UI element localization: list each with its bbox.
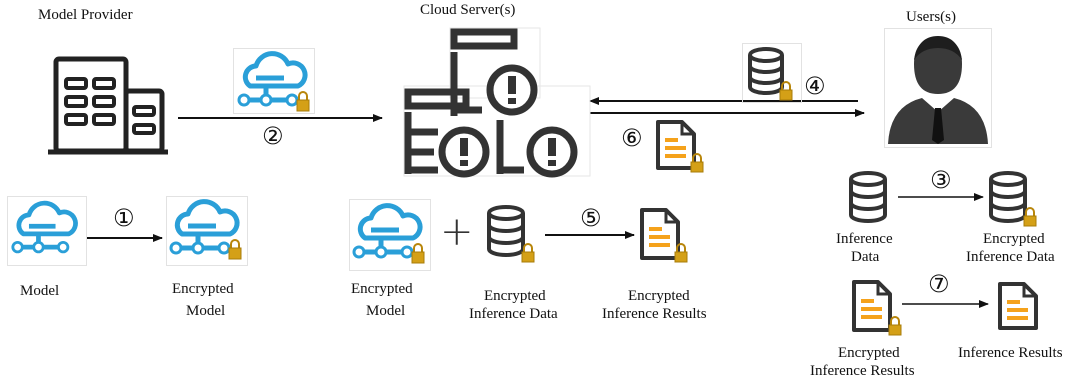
server-enc-results-line2: Inference Results [602,306,707,322]
inference-data-line1: Inference [836,231,893,247]
server-encrypted-data-icon [487,205,535,263]
building-icon [48,56,168,155]
step-4-label: ④ [804,72,826,100]
step-6-label: ⑥ [621,124,643,152]
encrypted-database-icon [748,47,793,101]
users-title: Users(s) [906,9,956,25]
encrypted-model-cloud-icon [169,199,242,260]
encrypted-model-label-line1: Encrypted [172,281,234,297]
model-provider-title: Model Provider [38,7,133,23]
inference-data-icon [849,171,887,223]
inference-results-label: Inference Results [958,345,1063,361]
step-7-label: ⑦ [928,270,950,298]
server-enc-model-line2: Model [366,303,406,319]
step-3-label: ③ [930,166,952,194]
encrypted-model-label-line2: Model [186,303,226,319]
step2-frame [233,48,315,114]
user-icon [888,36,988,144]
encrypted-cloud-icon [237,51,310,112]
server-model-frame [349,199,431,271]
user-enc-data-line2: Inference Data [966,249,1055,265]
model-cloud-icon [11,200,78,254]
cloud-server-title: Cloud Server(s) [420,2,516,18]
user-enc-results-line1: Encrypted [838,345,900,361]
enc-model-frame [166,196,248,266]
inference-results-doc-icon [998,282,1038,330]
step-1-label: ① [113,204,135,232]
server-cluster-icon [403,27,591,178]
user-enc-data-line1: Encrypted [983,231,1045,247]
user-encrypted-data-icon [989,171,1037,227]
step-2-label: ② [262,122,284,150]
model-label: Model [20,283,60,299]
server-enc-data-line1: Encrypted [484,288,546,304]
encrypted-results-doc-icon [656,120,704,173]
step-5-label: ⑤ [580,204,602,232]
user-enc-results-line2: Inference Results [810,363,915,379]
server-encrypted-model-icon [352,203,425,264]
server-enc-results-line1: Encrypted [628,288,690,304]
server-enc-model-line1: Encrypted [351,281,413,297]
user-frame [884,28,992,148]
inference-data-line2: Data [851,249,880,265]
plus-sign: + [440,209,474,255]
server-enc-data-line2: Inference Data [469,306,558,322]
step4-frame [742,43,802,103]
server-encrypted-results-icon [640,208,688,263]
model-frame [7,196,87,266]
user-encrypted-results-icon [852,280,902,336]
